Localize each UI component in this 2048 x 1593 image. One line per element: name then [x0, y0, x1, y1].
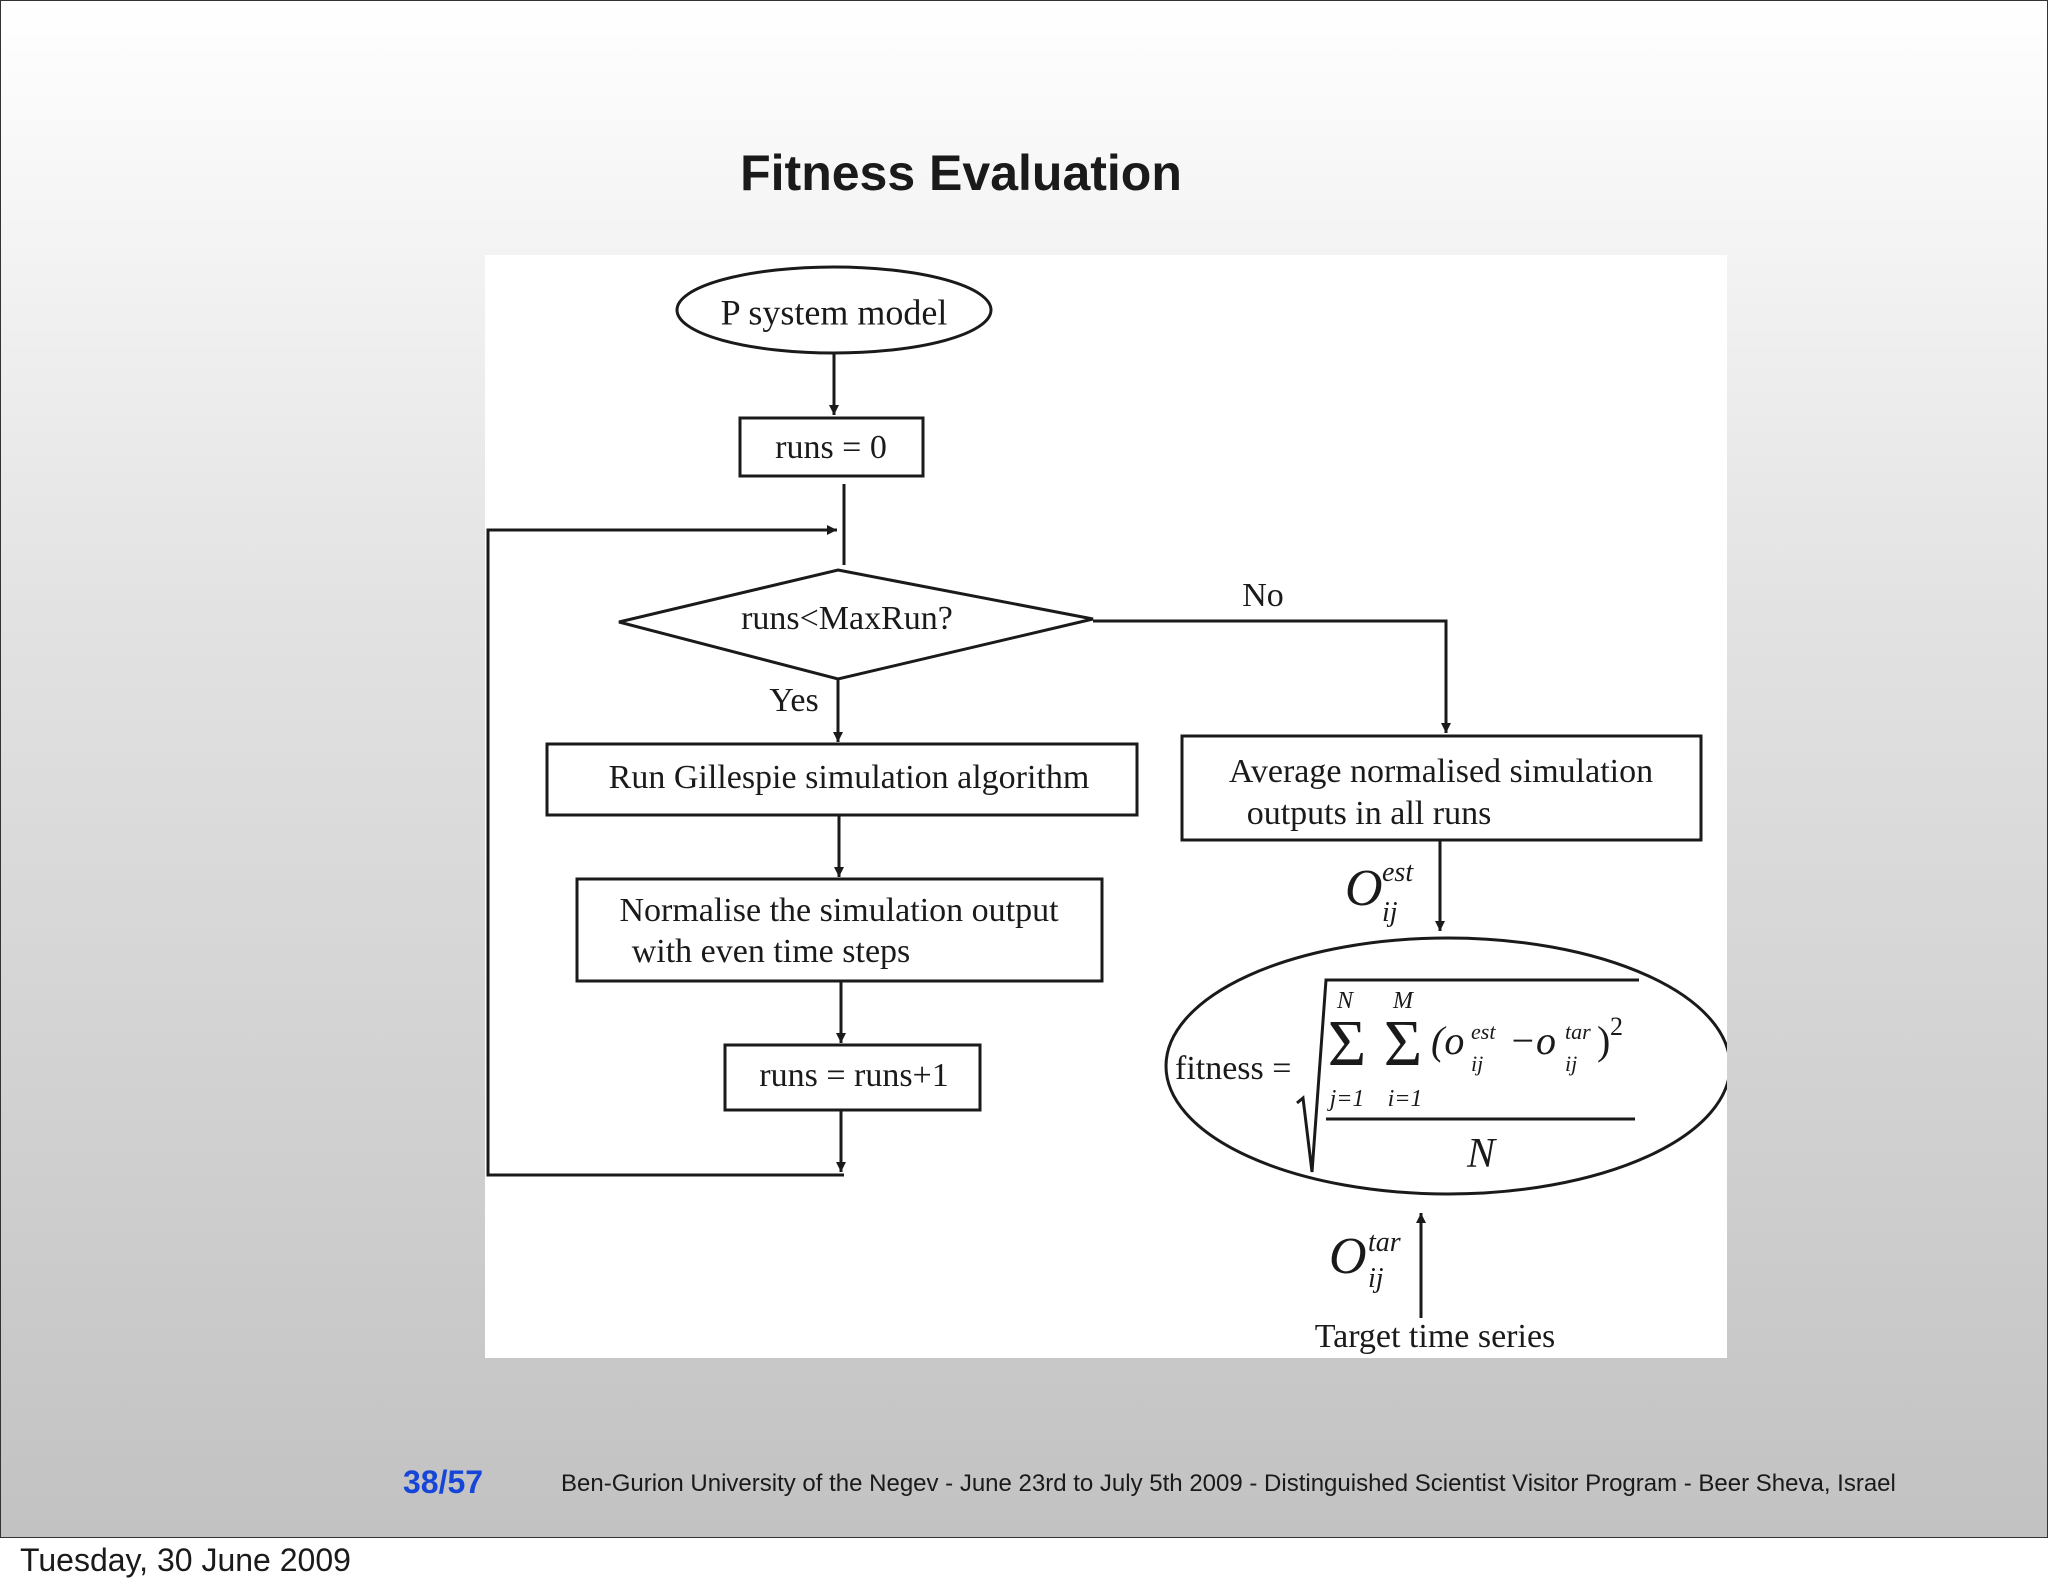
start-label: P system model — [721, 292, 948, 332]
footer-text: Ben-Gurion University of the Negev - Jun… — [561, 1470, 1896, 1497]
fitness-label: fitness = — [1175, 1050, 1291, 1087]
sum-upper-n: N — [1336, 988, 1355, 1014]
estimated-output-symbol: O est ij — [1345, 857, 1414, 928]
no-label: No — [1242, 577, 1284, 614]
flowchart: P system model runs = 0 runs<MaxRun? No … — [486, 265, 1727, 1355]
tar-symbol: O — [1329, 1228, 1367, 1285]
sum-lower-j: j=1 — [1327, 1086, 1365, 1112]
run-simulation-label: Run Gillespie simulation algorithm — [609, 759, 1090, 796]
target-output-symbol: O tar ij — [1329, 1227, 1401, 1294]
normalise-label-line1: Normalise the simulation output — [619, 892, 1059, 929]
increment-box — [723, 1043, 982, 1112]
init-box — [738, 416, 925, 478]
arrow-no — [1093, 619, 1451, 733]
tar-superscript: tar — [1368, 1227, 1401, 1258]
denominator: N — [1466, 1131, 1497, 1177]
sqrt-symbol — [1296, 978, 1639, 1173]
est-subscript: ij — [1382, 897, 1398, 928]
est-superscript: est — [1382, 857, 1414, 888]
formula-est-sup: est — [1471, 1019, 1496, 1044]
page-number: 38/57 — [403, 1464, 484, 1500]
slide-title: Fitness Evaluation — [740, 145, 1182, 201]
yes-label: Yes — [769, 682, 818, 719]
formula-tar-sup: tar — [1565, 1019, 1591, 1044]
average-label-line2: outputs in all runs — [1247, 795, 1492, 832]
formula-open: (o — [1431, 1018, 1464, 1063]
normalise-label-line2: with even time steps — [632, 933, 911, 970]
average-label-line1: Average normalised simulation — [1229, 753, 1653, 790]
print-date: Tuesday, 30 June 2009 — [20, 1542, 351, 1578]
fitness-formula: fitness = N M Σ Σ j=1 i=1 (o est ij −o t… — [1175, 978, 1639, 1177]
sigma-i-icon: Σ — [1384, 1007, 1422, 1080]
flowchart-figure: P system model runs = 0 runs<MaxRun? No … — [485, 255, 1727, 1358]
sum-lower-i: i=1 — [1388, 1086, 1423, 1112]
formula-est-sub: ij — [1471, 1051, 1483, 1076]
formula-minus: −o — [1509, 1018, 1556, 1063]
formula-tar-sub: ij — [1565, 1051, 1577, 1076]
fitness-ellipse — [1164, 936, 1727, 1196]
est-symbol: O — [1345, 860, 1383, 917]
increment-label: runs = runs+1 — [759, 1057, 948, 1094]
run-simulation-box — [545, 742, 1139, 817]
tar-subscript: ij — [1368, 1263, 1384, 1294]
loop-back-line — [486, 525, 844, 1177]
slide: Fitness Evaluation P system model runs =… — [0, 0, 2048, 1538]
formula-close: ) — [1597, 1018, 1610, 1063]
formula-square: 2 — [1610, 1012, 1623, 1041]
init-label: runs = 0 — [775, 429, 887, 466]
sum-upper-m: M — [1392, 988, 1415, 1014]
target-label: Target time series — [1315, 1318, 1556, 1355]
decision-label: runs<MaxRun? — [741, 600, 953, 637]
sigma-j-icon: Σ — [1328, 1007, 1366, 1080]
